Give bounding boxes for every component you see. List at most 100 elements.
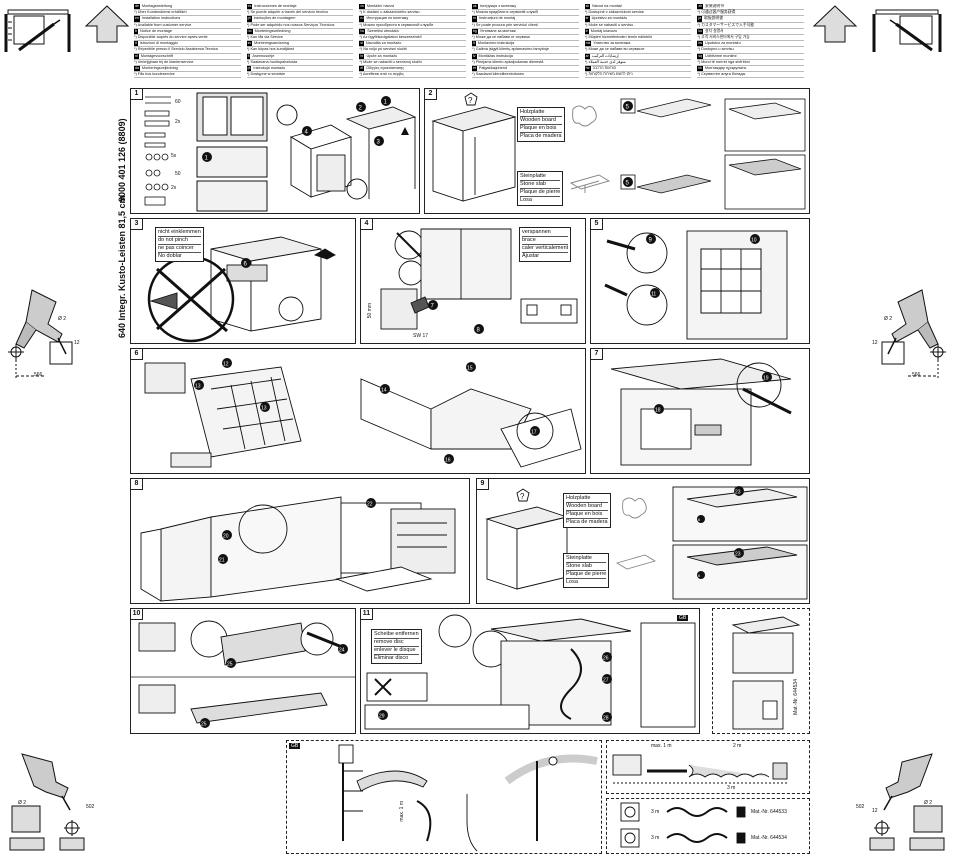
svg-text:25: 25 xyxy=(227,662,233,668)
language-code-badge: uk xyxy=(471,4,478,10)
header-row: *) Na voljo pri servisni službi xyxy=(359,47,466,54)
header-text: *) Može se nabaviti u servisnoj službi xyxy=(359,59,422,64)
svg-text:4: 4 xyxy=(305,130,309,136)
header-text: *) Über Kundendienst erhältlich xyxy=(134,10,187,15)
model-designation: 640 Integr. Kusto-Leisten 81,5 cm xyxy=(117,195,127,338)
panel-1-dim-50: 50 xyxy=(175,171,181,177)
bottom-left-drill-distance: 502 xyxy=(86,804,95,810)
language-code-badge: et xyxy=(471,66,477,72)
header-text: Montageanleitung xyxy=(141,4,173,8)
accessory-2-length: 3 m xyxy=(651,835,660,841)
header-text: *) Може да се набави от сервиза xyxy=(471,35,530,40)
right-drill-depth: 12 xyxy=(872,340,878,346)
panel-4-label-de: verspannen xyxy=(522,229,569,237)
panel-8: 8 20 21 22 xyxy=(130,478,470,604)
header-row: *) Über Kundendienst erhältlich xyxy=(134,10,241,17)
svg-text:18: 18 xyxy=(655,408,661,414)
bottom-right-drill-illustration: Ø 2 502 12 xyxy=(852,748,952,854)
gb-panel-max-length: max. 1 m xyxy=(399,801,405,822)
header-row: *) 고객 서비스센터에서 구입 가능 xyxy=(697,35,804,42)
header-text: *) Na voljo pri servisni službi xyxy=(359,47,407,52)
header-text: Paigaldusjuhend xyxy=(478,66,507,71)
gb-panel: GB max. 1 m xyxy=(286,740,602,854)
header-text: Montagevoorschrift xyxy=(140,53,174,58)
header-text: *) Saadaval klienditeeninduses xyxy=(471,72,524,77)
language-code-badge: kk xyxy=(697,66,703,72)
header-text: *) Сервистен алуға болады xyxy=(697,72,746,77)
header-row: *) K dostání u zákaznického servisu xyxy=(359,10,466,17)
svg-text:3: 3 xyxy=(377,140,381,146)
header-text: إرشادات التركيب xyxy=(591,53,619,58)
panel-2-wood-fr: Plaque en bois xyxy=(520,125,562,133)
accessory-1-length: 3 m xyxy=(651,809,660,815)
accessory-panel: 3 m Mat.-Nr. 644533 3 m Mat.-Nr. 644534 xyxy=(606,798,810,854)
bottom-right-drill-depth: 12 xyxy=(872,808,878,814)
svg-text:20: 20 xyxy=(223,534,229,540)
header-text: Упатство за монтажа xyxy=(593,41,631,46)
language-code-badge: fi xyxy=(246,53,251,59)
header-text: *) Može se nabaviti u servisu xyxy=(584,22,634,27)
header-text: *) Available from customer service xyxy=(134,22,192,27)
header-row: *) Az ügyfélszolgálaton beszerezhető xyxy=(359,35,466,42)
panel-11-labels: Scheibe entfernen remove disc enlever le… xyxy=(371,629,422,664)
language-code-badge: pt xyxy=(246,16,252,22)
panel-4-label-es: Ajustar xyxy=(522,253,540,259)
panel-11-label-de: Scheibe entfernen xyxy=(374,631,419,639)
header-text: 取扱説明書 xyxy=(704,16,724,21)
language-code-badge: sl xyxy=(359,41,364,47)
svg-text:6: 6 xyxy=(698,517,701,522)
header-text: Monteringsveiledning xyxy=(254,28,291,33)
gb-panel-label: GB xyxy=(289,743,301,749)
panel-2-stone-de: Steinplatte xyxy=(520,173,561,181)
header-row: *) 可通过客户服务获得 xyxy=(697,10,804,17)
bottom-left-drill-illustration: Ø 2 502 xyxy=(2,748,102,854)
svg-text:6: 6 xyxy=(244,262,248,268)
side-sticker-mat-number: Mat.-Nr. 644534 xyxy=(793,679,799,715)
header-row: *) Може да се набави от сервиза xyxy=(471,35,579,42)
language-code-badge: el xyxy=(359,66,365,72)
header-text: *) Можна придбати в сервісній службі xyxy=(471,10,539,15)
panel-2-stone-labels: Steinplatte Stone slab Plaque de pierre … xyxy=(517,171,564,206)
header-text: Instrucțiuni de montaj xyxy=(479,16,516,21)
header-text: *) Mund të merret nga shërbimi xyxy=(697,59,750,64)
header-text: *) متوفر لدى خدمة العملاء xyxy=(584,59,626,64)
header-text: *) 고객 서비스센터에서 구입 가능 xyxy=(697,35,750,40)
header-row: *) Dostupné v zákazníckom servise xyxy=(584,10,692,17)
language-code-badge: pl xyxy=(246,66,252,72)
header-row: *) Διατίθεται από το σέρβις xyxy=(359,72,466,79)
header-text: *) Dostupné v zákazníckom servise xyxy=(584,10,644,15)
header-text: *) Kan köpas hos kundtjänst xyxy=(246,47,294,52)
panel-3-number: 3 xyxy=(131,219,143,230)
svg-text:25: 25 xyxy=(201,722,207,728)
panel-9-stone-es: Losa xyxy=(566,579,578,585)
language-code-badge: es xyxy=(246,4,253,10)
panel-10: 10 25 24 25 xyxy=(130,608,356,734)
right-drill-diameter: Ø 2 xyxy=(884,316,893,322)
svg-text:?: ? xyxy=(520,492,525,501)
language-code-badge: sq xyxy=(697,53,704,59)
hose-length-3m: 3 m xyxy=(727,785,736,791)
header-text: *) Διατίθεται από το σέρβις xyxy=(359,72,404,77)
header-text: *) ניתן להשיג בשירות הלקוחות xyxy=(584,72,633,77)
svg-text:?: ? xyxy=(468,96,473,105)
header-row: *) Pieejams klientu apkalpošanas dienest… xyxy=(471,60,579,67)
panel-1-number: 1 xyxy=(131,89,143,100)
panel-11-number: 11 xyxy=(361,609,373,620)
panel-4-label-en: brace xyxy=(522,237,569,245)
panel-4-wrench-size: SW 17 xyxy=(413,333,429,339)
svg-text:13: 13 xyxy=(195,384,201,390)
panel-11-label-es: Eliminar disco xyxy=(374,655,409,661)
language-code-badge: da xyxy=(134,66,140,72)
